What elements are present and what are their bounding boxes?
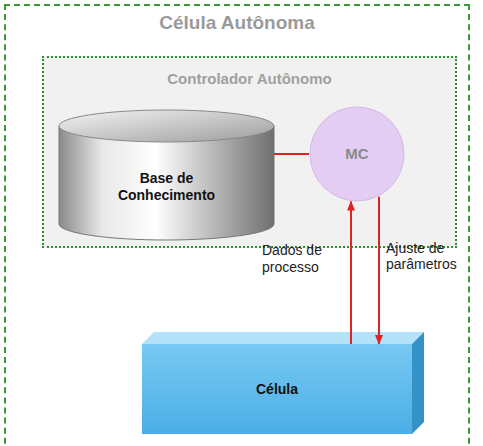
- box-label: Célula: [256, 381, 298, 398]
- circle-label: MC: [345, 145, 368, 163]
- group-title: Controlador Autônomo: [44, 70, 455, 87]
- mc-circle: MC: [309, 106, 405, 202]
- controller-group: Controlador AutônomoBase de Conhecimento…: [42, 56, 457, 248]
- box-label: Base de Conhecimento: [102, 170, 232, 204]
- connector-arrow: [350, 202, 352, 344]
- frame-title: Célula Autônoma: [6, 12, 468, 34]
- knowledge-base-cylinder: Base de Conhecimento: [59, 110, 274, 240]
- connector-arrow: [274, 153, 309, 155]
- cell-box: Célula: [142, 332, 424, 434]
- edge-label: Dados de processo: [262, 242, 344, 276]
- edge-label: Ajuste de parâmetros: [386, 240, 468, 274]
- connector-arrow: [378, 197, 380, 344]
- autonomous-cell-frame: Célula AutônomaControlador AutônomoBase …: [4, 4, 470, 446]
